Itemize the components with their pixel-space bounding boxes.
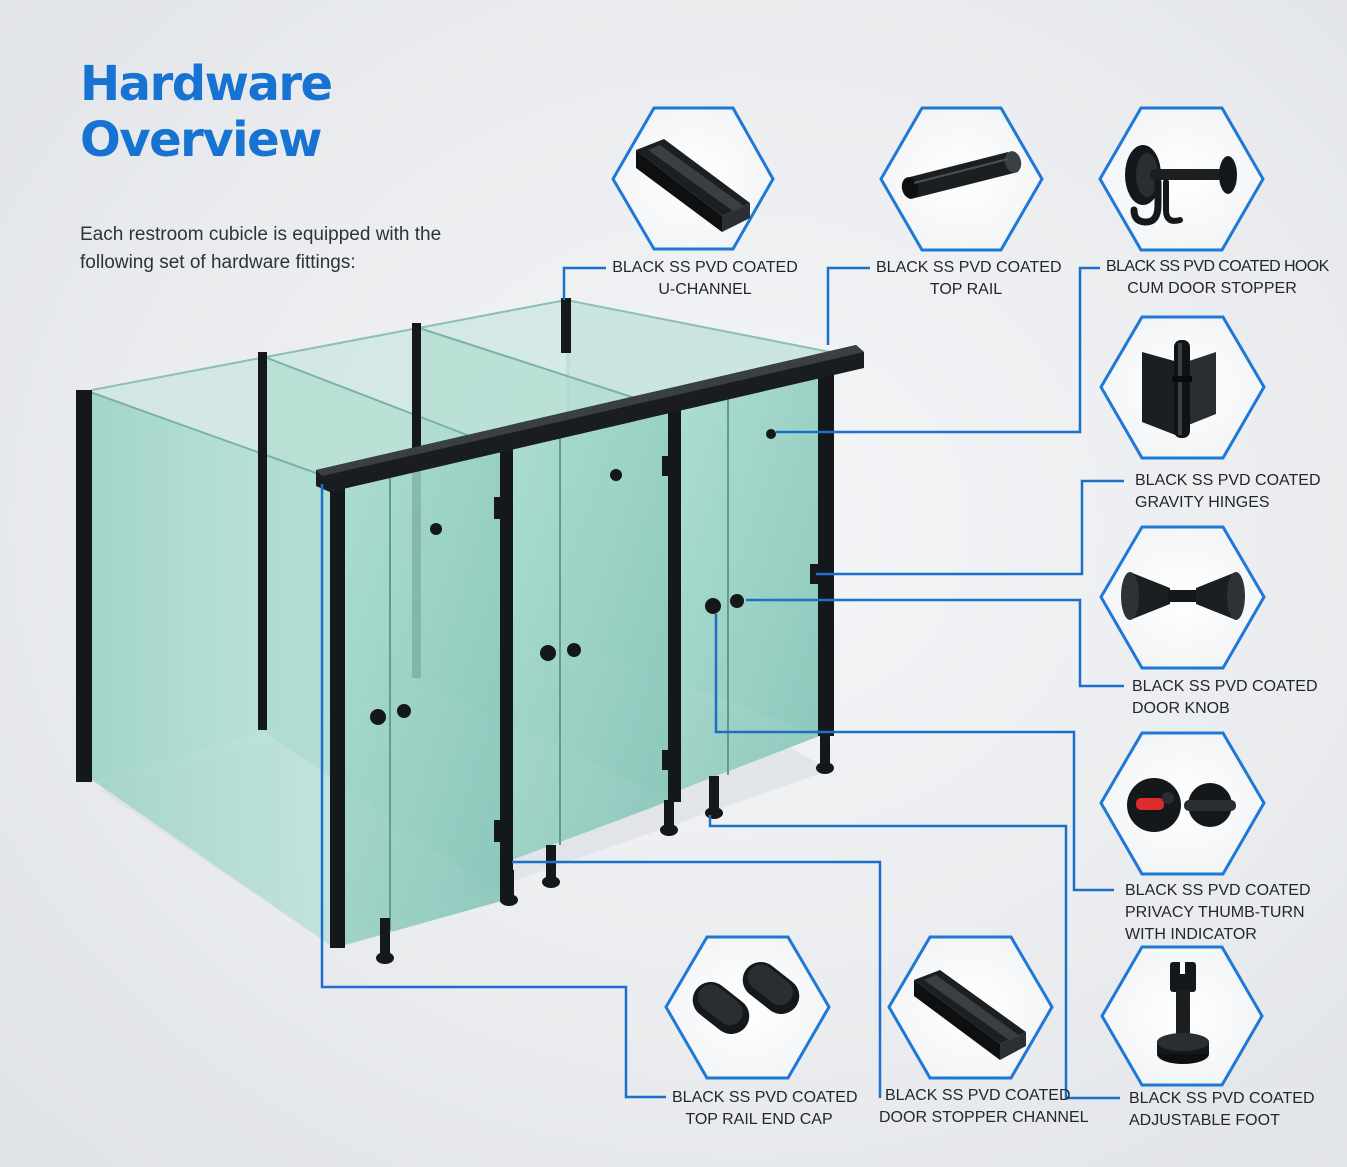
hexagon-top-rail (879, 106, 1044, 252)
leader-lines (320, 266, 1124, 1100)
leader-line-u-channel (562, 266, 606, 300)
hexagon-end-cap (664, 935, 831, 1080)
hexagon-foot (1100, 945, 1264, 1087)
leader-line-hook (776, 266, 1100, 434)
title-line-2: Overview (80, 112, 322, 168)
door-panel (512, 400, 672, 860)
leader-line-end-cap (320, 484, 666, 1099)
leader-line-hinges (816, 479, 1124, 576)
leader-line-knob (746, 598, 1124, 688)
u-channel-post (258, 352, 267, 730)
title-line-1: Hardware (80, 56, 333, 112)
top-rail-icon (901, 151, 1022, 199)
leader-line-top-rail (826, 266, 870, 345)
cubicle-illustration (76, 298, 864, 964)
hexagon-thumb-turn (1099, 731, 1266, 876)
leader-line-stopper-channel (512, 860, 882, 1098)
hook-icon (1125, 145, 1237, 226)
hexagon-hinges (1099, 315, 1266, 460)
u-channel-post (561, 298, 571, 353)
door-panel (680, 362, 822, 790)
hinge-icon (1142, 340, 1216, 438)
intro-text: Each restroom cubicle is equipped with t… (80, 224, 442, 273)
door-panel (345, 443, 505, 945)
door-stopper-channel-icon (914, 970, 1026, 1060)
thumb-turn-icon (1127, 778, 1236, 832)
leader-line-foot (708, 815, 1120, 1100)
door-knob-icon (1121, 572, 1245, 620)
hexagon-u-channel (611, 106, 775, 251)
door-knobs (370, 429, 776, 725)
adjustable-foot-icon (1157, 962, 1209, 1064)
top-rail-end-cap-icon (692, 961, 800, 1035)
hexagon-knob (1099, 525, 1266, 670)
u-channel-post (76, 390, 92, 782)
page-title: Hardware Overview (80, 56, 333, 168)
hexagon-stopper-channel (887, 935, 1054, 1080)
hexagon-hook (1098, 106, 1265, 252)
leader-line-thumb-turn (714, 614, 1114, 892)
occupied-indicator (1136, 798, 1164, 810)
u-channel-icon (636, 139, 750, 232)
